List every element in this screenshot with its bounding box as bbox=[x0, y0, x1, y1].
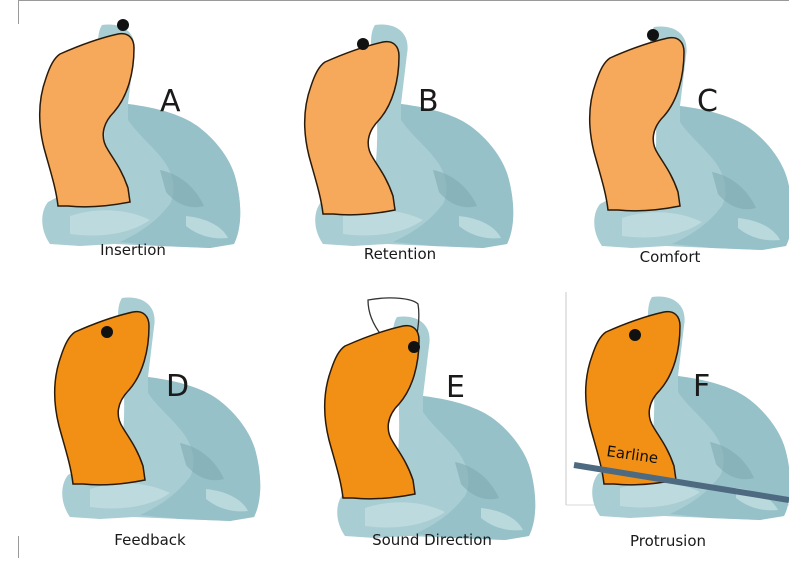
panel-a: A Insertion bbox=[40, 19, 241, 259]
panel-caption-f: Protrusion bbox=[630, 532, 706, 550]
panel-f: Earline F Protrusion bbox=[566, 292, 789, 550]
panel-caption-b: Retention bbox=[364, 245, 436, 263]
panel-letter-a: A bbox=[160, 84, 181, 119]
panel-b: B Retention bbox=[305, 24, 514, 263]
panel-e: E Sound Direction bbox=[325, 298, 536, 549]
panel-caption-a: Insertion bbox=[100, 241, 166, 259]
panel-caption-d: Feedback bbox=[114, 531, 186, 549]
panel-letter-c: C bbox=[697, 84, 718, 119]
panel-caption-c: Comfort bbox=[640, 248, 701, 266]
panel-letter-e: E bbox=[446, 370, 465, 405]
panel-letter-d: D bbox=[166, 369, 189, 404]
panel-caption-e: Sound Direction bbox=[372, 531, 492, 549]
panel-d: D Feedback bbox=[55, 297, 261, 549]
panel-letter-f: F bbox=[693, 369, 710, 404]
panel-c: C Comfort bbox=[590, 26, 789, 266]
panel-letter-b: B bbox=[418, 84, 439, 119]
